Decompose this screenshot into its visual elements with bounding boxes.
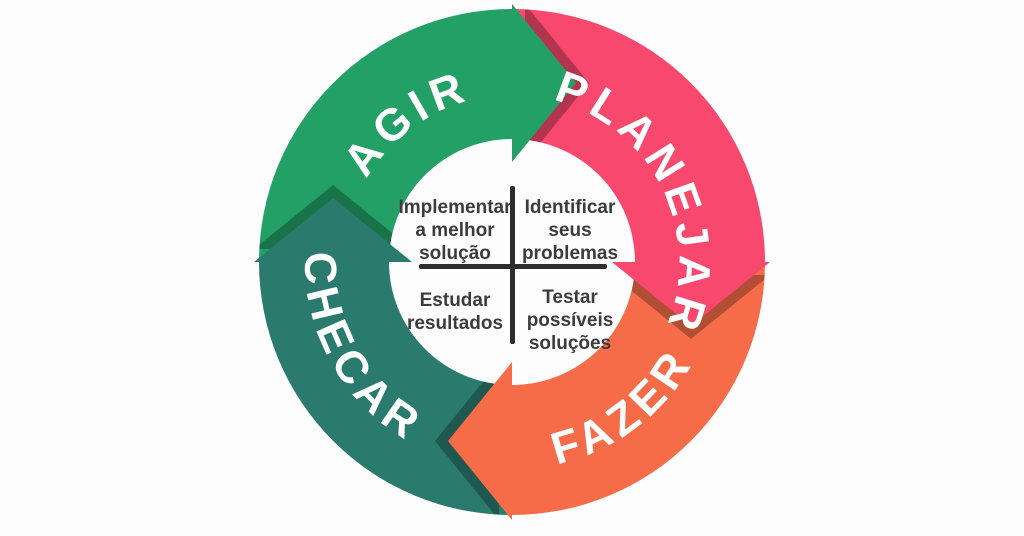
planejar-arrowhead — [612, 262, 770, 326]
quadrant-line: possíveis — [526, 310, 614, 331]
quadrant-line: resultados — [406, 313, 504, 334]
agir-arc-body — [259, 9, 512, 262]
agir-arrowhead — [512, 4, 576, 162]
fazer-arc-body — [512, 262, 765, 515]
quadrant-line: Estudar — [419, 290, 491, 311]
quadrant-line: solução — [419, 243, 491, 264]
quadrant-text-bottom-right: Testar possíveis soluções — [500, 286, 640, 355]
quadrant-text-top-left: Implementar a melhor solução — [385, 196, 525, 265]
checar-arrowhead — [254, 198, 412, 262]
fazer-arrowhead — [448, 362, 512, 520]
quadrant-line: Testar — [542, 287, 598, 308]
checar-arc-body — [259, 262, 512, 515]
quadrant-line: Implementar — [398, 197, 512, 218]
planejar-arc-body — [512, 9, 765, 262]
quadrant-divider-vertical — [510, 186, 515, 344]
quadrant-line: soluções — [528, 333, 612, 354]
quadrant-line: Identificar — [524, 197, 616, 218]
quadrant-line: seus — [548, 220, 592, 241]
quadrant-line: problemas — [521, 243, 619, 264]
quadrant-line: a melhor — [415, 220, 495, 241]
quadrant-text-bottom-left: Estudar resultados — [385, 289, 525, 335]
quadrant-text-top-right: Identificar seus problemas — [500, 196, 640, 265]
